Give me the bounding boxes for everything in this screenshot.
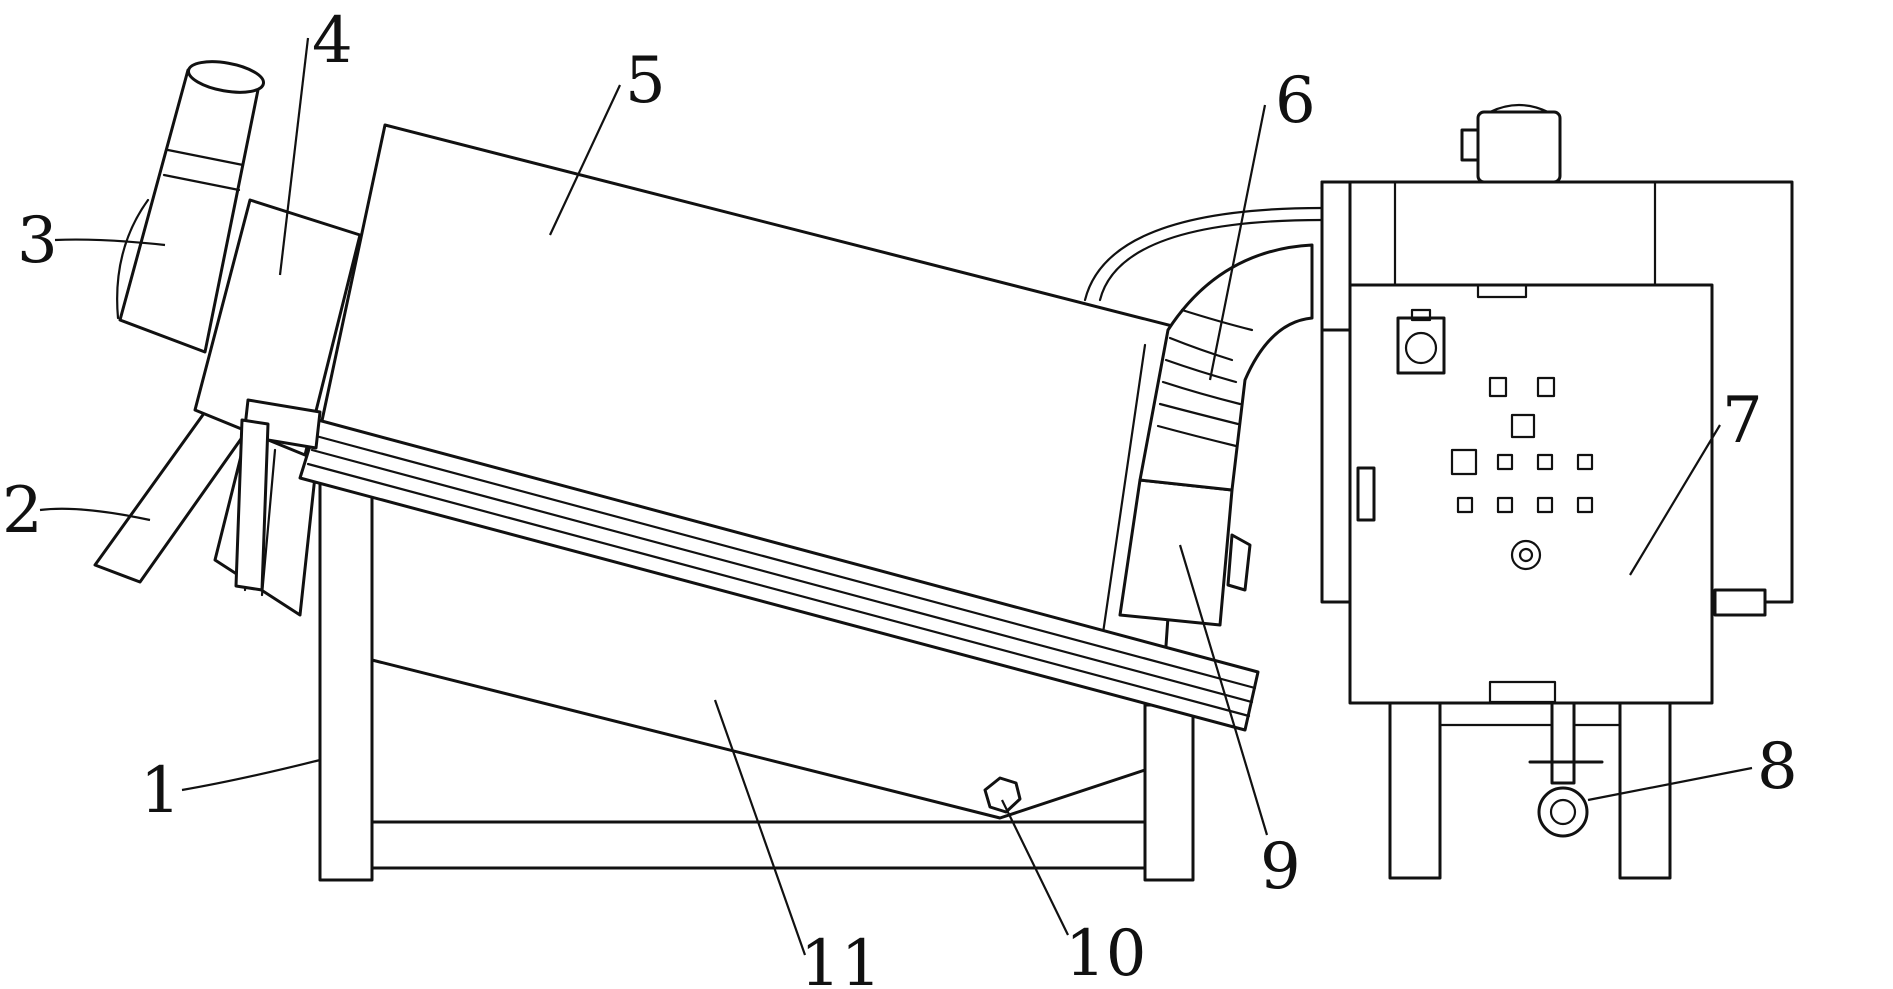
button-1 — [1496, 453, 1514, 471]
cabinet-left-leg — [1388, 701, 1442, 880]
inlet-pipe-mouth — [186, 60, 266, 94]
leader-2 — [39, 507, 151, 522]
outlet-valve-body — [1537, 786, 1589, 838]
hose-body — [1138, 243, 1314, 492]
rotary-knob-center — [1518, 547, 1534, 563]
leader-5 — [549, 84, 621, 236]
leader-lines — [39, 37, 1753, 956]
cabinet-handle — [1356, 466, 1376, 522]
motor-cap — [1488, 103, 1550, 114]
leader-1 — [181, 758, 321, 792]
leader-10 — [1001, 799, 1069, 936]
pipe-line — [1098, 218, 1324, 302]
label-3: 3 — [17, 204, 58, 278]
hose-rib-6 — [1180, 308, 1254, 332]
leader-7 — [1629, 424, 1721, 576]
leader-6 — [1208, 104, 1267, 381]
motor-terminal — [1460, 128, 1480, 162]
hose-rib-4 — [1158, 402, 1240, 426]
rotary-knob — [1510, 539, 1542, 571]
label-6: 6 — [1275, 64, 1316, 138]
trough-bottom — [370, 658, 1147, 820]
hose-rib-1 — [1168, 336, 1234, 362]
outlet-valve-port — [1549, 798, 1577, 826]
barrel-end-plate — [1100, 343, 1147, 642]
leader-4 — [278, 37, 310, 276]
hose-rib-3 — [1161, 380, 1242, 406]
hose-rib-5 — [1156, 424, 1238, 448]
mixing-tank — [193, 198, 362, 457]
indicator-light-1 — [1488, 376, 1508, 398]
housing-foot-tab — [1713, 588, 1767, 617]
collection-trough — [370, 658, 1147, 820]
button-2 — [1536, 453, 1554, 471]
button-4 — [1456, 496, 1474, 514]
shaft-support-post — [234, 418, 270, 592]
label-1: 1 — [140, 754, 181, 828]
leader-3 — [54, 238, 166, 247]
discharge-box — [1118, 478, 1234, 627]
shaft-line-3 — [306, 462, 1251, 718]
frame-left-leg — [318, 478, 374, 882]
drain-valve-body — [983, 776, 1022, 814]
dosing-tank-side-plate — [1320, 180, 1352, 332]
drain-valve — [983, 776, 1022, 814]
button-5 — [1496, 496, 1514, 514]
cabinet-bottom-tab — [1488, 680, 1557, 704]
leader-8 — [1587, 766, 1753, 802]
frame-right-leg — [1143, 703, 1195, 882]
pipe-line-outer — [1083, 206, 1324, 302]
power-switch — [1396, 316, 1446, 375]
power-switch-cap — [1410, 308, 1432, 322]
cabinet-top-tab — [1476, 283, 1528, 299]
inlet-pipe — [116, 60, 266, 354]
shaft-line-2 — [310, 448, 1254, 704]
screw-shaft — [234, 398, 1260, 732]
inlet-pipe-ring-2 — [162, 173, 241, 192]
power-switch-knob — [1404, 331, 1438, 365]
flexible-hose — [1083, 206, 1324, 492]
reference-numerals: 1 2 3 4 5 6 7 8 9 10 11 — [2, 4, 1798, 989]
indicator-light-2 — [1536, 376, 1556, 398]
label-5: 5 — [625, 44, 666, 118]
outlet-valve — [1528, 701, 1604, 838]
outlet-valve-stem — [1550, 701, 1576, 785]
motor — [1476, 110, 1562, 184]
dosing-unit — [1320, 103, 1794, 880]
display-window — [1510, 413, 1536, 439]
inlet-pipe-bend — [116, 198, 150, 320]
selector-switch — [1450, 448, 1478, 476]
cabinet-right-leg — [1618, 701, 1672, 880]
label-4: 4 — [312, 4, 353, 78]
discharge-outlet — [1118, 478, 1252, 627]
leader-9 — [1178, 544, 1269, 836]
label-8: 8 — [1757, 730, 1798, 804]
label-10: 10 — [1065, 917, 1146, 989]
label-9: 9 — [1260, 830, 1301, 904]
mixing-tank-body — [193, 198, 362, 457]
leader-11 — [713, 699, 807, 956]
label-7: 7 — [1722, 384, 1763, 458]
button-7 — [1576, 496, 1594, 514]
label-11: 11 — [800, 927, 881, 989]
label-2: 2 — [2, 474, 43, 548]
shaft-line-1 — [314, 434, 1257, 690]
button-3 — [1576, 453, 1594, 471]
inlet-pipe-ring-1 — [166, 148, 245, 167]
discharge-flange — [1226, 533, 1252, 592]
hose-rib-2 — [1164, 358, 1238, 384]
frame-crossbar — [370, 820, 1147, 870]
button-6 — [1536, 496, 1554, 514]
